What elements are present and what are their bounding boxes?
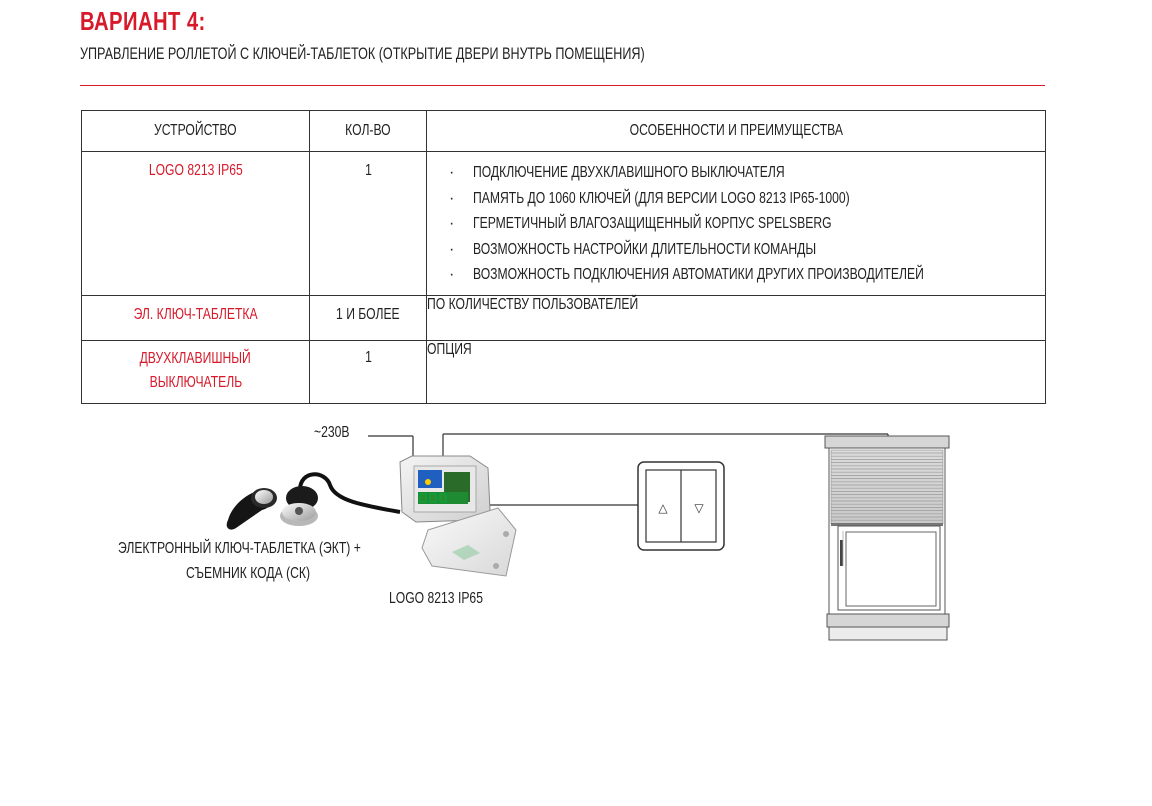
header-qty: КОЛ-ВО — [309, 110, 427, 152]
controller-label: LOGO 8213 IP65 — [389, 590, 483, 607]
key-label-line1: ЭЛЕКТРОННЫЙ КЛЮЧ-ТАБЛЕТКА (ЭКТ) + — [118, 540, 361, 557]
list-item: ·ПАМЯТЬ ДО 1060 КЛЮЧЕЙ (ДЛЯ ВЕРСИИ LOGO … — [449, 189, 850, 207]
window-glass — [845, 531, 937, 607]
device-cell: ДВУХКЛАВИШНЫЙ ВЫКЛЮЧАТЕЛЬ — [81, 340, 310, 404]
roller-shutter-icon — [824, 435, 950, 641]
two-key-switch — [637, 461, 725, 551]
table-row: ЭЛ. КЛЮЧ-ТАБЛЕТКА 1 И БОЛЕЕ ПО КОЛИЧЕСТВ… — [81, 295, 1046, 341]
device-cell: ЭЛ. КЛЮЧ-ТАБЛЕТКА — [81, 295, 310, 341]
qty-value: 1 — [364, 349, 372, 366]
arrow-up-icon: △ — [658, 501, 668, 515]
qty-cell: 1 — [309, 340, 427, 404]
device-cell: LOGO 8213 IP65 — [81, 151, 310, 296]
list-item: ·ВОЗМОЖНОСТЬ НАСТРОЙКИ ДЛИТЕЛЬНОСТИ КОМА… — [449, 240, 817, 258]
list-item: ·ГЕРМЕТИЧНЫЙ ВЛАГОЗАЩИЩЕННЫЙ КОРПУС SPEL… — [449, 215, 832, 232]
key-fob-icon — [226, 488, 277, 530]
power-label: ~230В — [314, 424, 350, 441]
reader-cable — [298, 472, 401, 514]
note-cell: ПО КОЛИЧЕСТВУ ПОЛЬЗОВАТЕЛЕЙ — [426, 295, 1046, 341]
device-name-line1: ДВУХКЛАВИШНЫЙ — [139, 350, 252, 367]
note-text: ПО КОЛИЧЕСТВУ ПОЛЬЗОВАТЕЛЕЙ — [427, 296, 639, 313]
device-name-line2: ВЫКЛЮЧАТЕЛЬ — [149, 374, 242, 391]
device-name: ЭЛ. КЛЮЧ-ТАБЛЕТКА — [133, 306, 258, 323]
controller-lid-icon — [421, 507, 517, 577]
note-cell: ОПЦИЯ — [426, 340, 1046, 404]
reader-icon — [280, 486, 318, 526]
features-list: ·ПОДКЛЮЧЕНИЕ ДВУХКЛАВИШНОГО ВЫКЛЮЧАТЕЛЯ … — [427, 152, 1045, 294]
list-item: ·ВОЗМОЖНОСТЬ ПОДКЛЮЧЕНИЯ АВТОМАТИКИ ДРУГ… — [449, 266, 924, 283]
window-sill — [826, 613, 950, 628]
header-features: ОСОБЕННОСТИ И ПРЕИМУЩЕСТВА — [426, 110, 1046, 152]
arrow-down-icon: ▽ — [694, 501, 704, 515]
table-row: ДВУХКЛАВИШНЫЙ ВЫКЛЮЧАТЕЛЬ 1 ОПЦИЯ — [81, 340, 1046, 404]
window-handle — [840, 540, 843, 566]
device-name: LOGO 8213 IP65 — [148, 162, 243, 179]
relay-icon — [418, 470, 442, 488]
header-device: УСТРОЙСТВО — [81, 110, 310, 152]
key-label-line2: СЪЕМНИК КОДА (СК) — [186, 565, 311, 582]
spec-table: УСТРОЙСТВО КОЛ-ВО ОСОБЕННОСТИ И ПРЕИМУЩЕ… — [81, 110, 1046, 404]
qty-value: 1 И БОЛЕЕ — [336, 306, 400, 323]
list-item: ·ПОДКЛЮЧЕНИЕ ДВУХКЛАВИШНОГО ВЫКЛЮЧАТЕЛЯ — [449, 164, 785, 181]
page-title: ВАРИАНТ 4: — [80, 6, 206, 36]
table-header-row: УСТРОЙСТВО КОЛ-ВО ОСОБЕННОСТИ И ПРЕИМУЩЕ… — [81, 110, 1046, 152]
title-divider — [80, 85, 1045, 86]
page-subtitle: УПРАВЛЕНИЕ РОЛЛЕТОЙ С КЛЮЧЕЙ-ТАБЛЕТОК (О… — [80, 44, 645, 63]
controller-box-icon — [399, 455, 491, 523]
qty-cell: 1 — [309, 151, 427, 296]
qty-value: 1 — [364, 162, 372, 179]
note-text: ОПЦИЯ — [427, 341, 472, 358]
qty-cell: 1 И БОЛЕЕ — [309, 295, 427, 341]
table-row: LOGO 8213 IP65 1 ·ПОДКЛЮЧЕНИЕ ДВУХКЛАВИШ… — [81, 151, 1046, 296]
features-cell: ·ПОДКЛЮЧЕНИЕ ДВУХКЛАВИШНОГО ВЫКЛЮЧАТЕЛЯ … — [426, 151, 1046, 296]
shutter-curtain — [830, 449, 944, 525]
